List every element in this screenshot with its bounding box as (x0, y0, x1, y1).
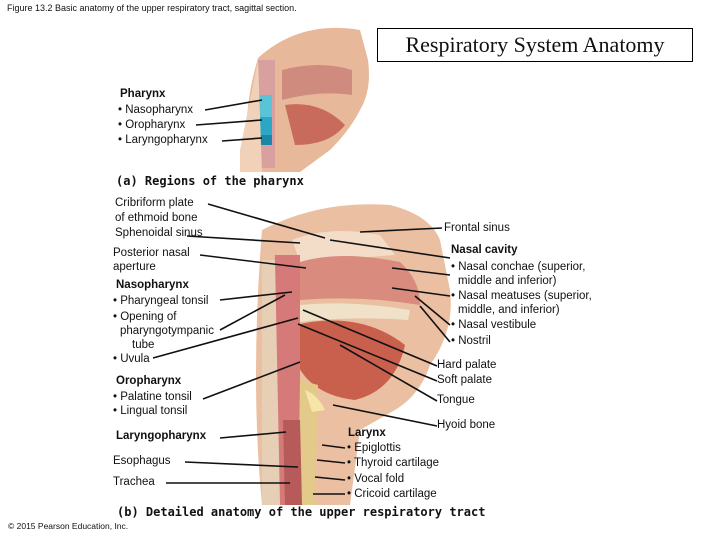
upper-respiratory-tract-illustration (256, 204, 451, 505)
label-posterior-nasal: Posterior nasal (113, 247, 190, 259)
label-trachea: Trachea (113, 476, 155, 488)
label-cricoid-cartilage: • Cricoid cartilage (347, 488, 437, 500)
label-larynx: Larynx (348, 427, 386, 439)
label-nostril: • Nostril (451, 335, 491, 347)
label-tube: tube (132, 339, 155, 351)
label-nasopharynx: • Nasopharynx (118, 104, 193, 116)
panel-b-caption: (b) Detailed anatomy of the upper respir… (117, 505, 486, 519)
label-sphenoidal-sinus: Sphenoidal sinus (115, 227, 203, 239)
label-laryngopharynx: • Laryngopharynx (118, 134, 208, 146)
pharynx-regions-illustration (240, 27, 369, 172)
label-cribriform: Cribriform plate (115, 197, 194, 209)
label-conchae-sub: middle and inferior) (458, 275, 557, 287)
label-meatuses-sub: middle, and inferior) (458, 304, 560, 316)
label-laryngopharynx-b: Laryngopharynx (116, 430, 207, 442)
label-lingual-tonsil: • Lingual tonsil (113, 405, 188, 417)
pharynx-heading: Pharynx (120, 88, 166, 100)
label-oropharynx: • Oropharynx (118, 119, 186, 131)
label-oropharynx-b: Oropharynx (116, 375, 182, 387)
label-hyoid-bone: Hyoid bone (437, 419, 496, 431)
figure-caption: Figure 13.2 Basic anatomy of the upper r… (7, 3, 297, 13)
label-soft-palate: Soft palate (437, 374, 492, 386)
leader-lines (152, 99, 451, 495)
label-opening-of: • Opening of (113, 311, 177, 323)
label-nasal-vestibule: • Nasal vestibule (451, 319, 537, 331)
label-thyroid-cartilage: • Thyroid cartilage (347, 457, 440, 469)
label-uvula: • Uvula (113, 353, 150, 365)
label-vocal-fold: • Vocal fold (347, 473, 405, 485)
label-palatine-tonsil: • Palatine tonsil (113, 391, 192, 403)
label-frontal-sinus: Frontal sinus (444, 222, 510, 234)
label-nasal-cavity: Nasal cavity (451, 244, 518, 256)
label-pharyngotympanic: pharyngotympanic (120, 325, 214, 337)
label-nasopharynx-b: Nasopharynx (116, 279, 189, 291)
copyright-notice: © 2015 Pearson Education, Inc. (8, 521, 129, 531)
label-esophagus: Esophagus (113, 455, 171, 467)
label-ethmoid: of ethmoid bone (115, 212, 198, 224)
slide-title: Respiratory System Anatomy (377, 28, 693, 62)
label-tongue: Tongue (437, 394, 475, 406)
label-nasal-conchae: • Nasal conchae (superior, (451, 261, 586, 273)
label-epiglottis: • Epiglottis (347, 442, 401, 454)
label-aperture: aperture (113, 261, 156, 273)
label-pharyngeal-tonsil: • Pharyngeal tonsil (113, 295, 209, 307)
label-hard-palate: Hard palate (437, 359, 497, 371)
label-nasal-meatuses: • Nasal meatuses (superior, (451, 290, 592, 302)
panel-a-caption: (a) Regions of the pharynx (116, 174, 304, 188)
